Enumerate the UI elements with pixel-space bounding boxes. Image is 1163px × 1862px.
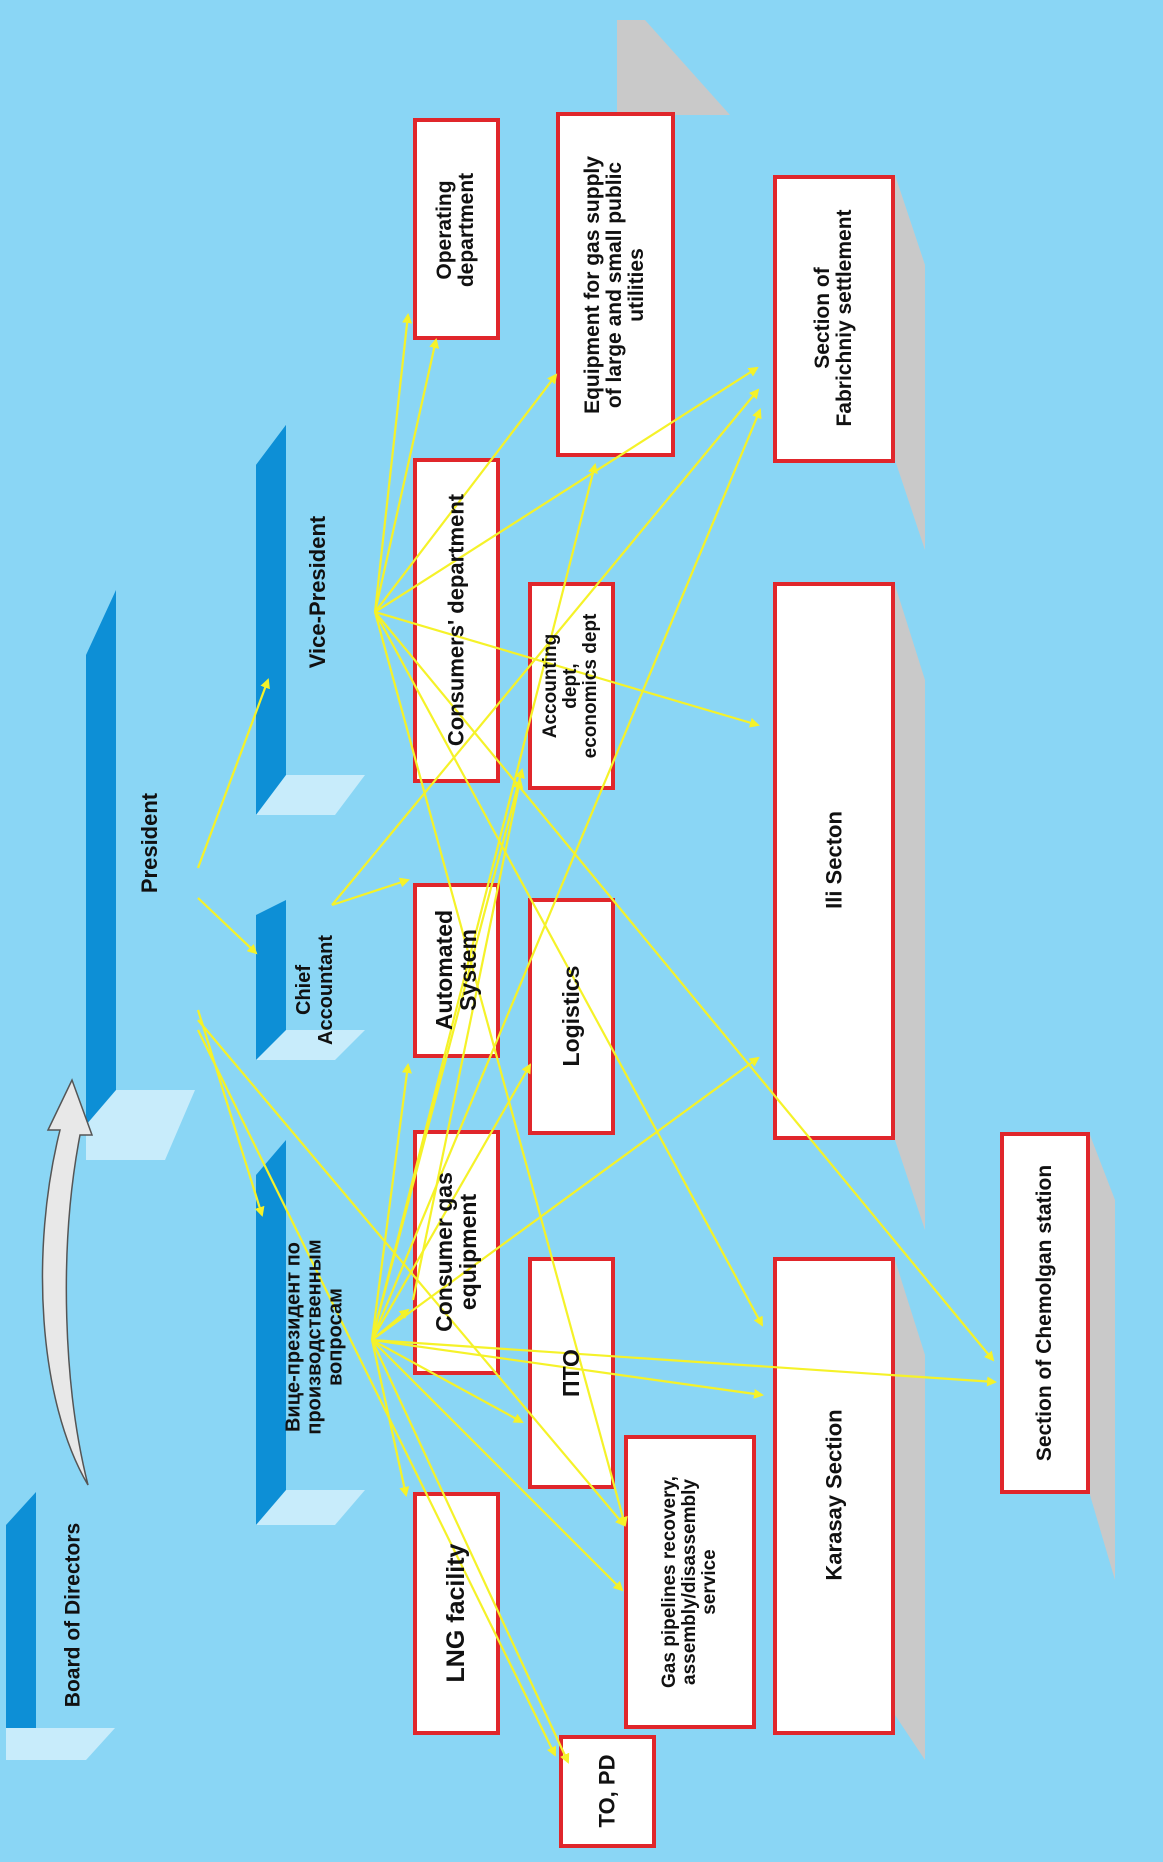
- box-fabrichniy: [773, 175, 895, 463]
- big-curved-arrow: [41, 1078, 94, 1486]
- vp-prod-panel: [256, 1140, 286, 1525]
- box-operating: [413, 118, 500, 340]
- chief-acc-panel-floor: [256, 1030, 365, 1060]
- arrow-vp-ili: [374, 610, 760, 728]
- ili-label: Ili Secton: [821, 811, 847, 909]
- president-panel-floor: [86, 1090, 195, 1160]
- arrow-vp-operating2: [373, 338, 440, 613]
- arrow-vpprod-karasay: [371, 1338, 764, 1399]
- arrow-vpprod-topd: [371, 1339, 570, 1764]
- arrow-vp-equipment: [374, 373, 558, 613]
- gas-pipelines-label: Gas pipelines recovery, assembly/disasse…: [659, 1476, 720, 1688]
- arrow-president-chief: [197, 897, 258, 955]
- arrow-chief-automated: [331, 877, 410, 907]
- arrow-vpprod-lng: [370, 1339, 410, 1497]
- shadow-fabrichniy: [895, 175, 925, 550]
- chemolgan-label: Section of Chemolgan station: [1032, 1164, 1056, 1462]
- shadow-top-right: [617, 20, 730, 115]
- box-equipment-supply: [556, 112, 675, 457]
- vp-production-label: Вице-президент по производственным вопро…: [282, 1239, 347, 1435]
- karasay-label: Karasay Section: [821, 1409, 847, 1581]
- arrow-vpprod-pto: [371, 1339, 524, 1423]
- arrow-vpprod-logistics: [371, 1063, 531, 1341]
- to-pd-label: TO, PD: [594, 1754, 620, 1828]
- equipment-supply-label: Equipment for gas supply of large and sm…: [580, 156, 649, 414]
- arrow-vp-karasay: [374, 611, 763, 1327]
- arrow-president-topd: [197, 1029, 556, 1757]
- consumer-gas-label: Consumer gas equipment: [430, 1172, 481, 1332]
- box-consumers: [413, 458, 500, 783]
- arrow-vp-operating1: [373, 313, 413, 613]
- board-panel: [6, 1492, 36, 1728]
- vp-panel-main: [256, 425, 286, 815]
- arrow-vpprod-automated: [370, 1063, 412, 1341]
- shadow-chemolgan: [1090, 1135, 1115, 1580]
- arrow-vpprod-pipelines: [371, 1339, 624, 1592]
- arrow-vpprod-consumergas: [371, 1308, 410, 1341]
- arrow-vpprod-equipment: [370, 463, 598, 1341]
- arrow-president-vpprod: [196, 1009, 265, 1217]
- shadow-ili: [895, 585, 925, 1230]
- box-ili: [773, 582, 895, 1140]
- chief-accountant-label: Chief Accountant: [293, 935, 337, 1045]
- pto-label: ПТО: [557, 1349, 584, 1397]
- operating-label: Operating department: [432, 172, 478, 288]
- chief-acc-panel: [256, 900, 286, 1060]
- box-chemolgan: [1000, 1132, 1090, 1494]
- accounting-label: Accounting dept, economics dept: [540, 613, 601, 759]
- board-panel-floor: [6, 1728, 115, 1760]
- arrow-vpprod-chemolgan: [371, 1338, 997, 1387]
- arrow-vp-fabrichniy: [374, 366, 759, 613]
- automated-label: Automated System: [430, 909, 481, 1031]
- box-consumer-gas: [413, 1130, 500, 1375]
- arrow-vp-pipelines: [373, 611, 628, 1527]
- box-logistics: [528, 898, 615, 1135]
- arrow-consumergas-accounting: [411, 778, 524, 1301]
- president-label: President: [136, 792, 162, 894]
- vp-prod-panel-floor: [256, 1490, 365, 1525]
- fabrichniy-label: Section of Fabrichniy settlement: [810, 209, 856, 427]
- logistics-label: Logistics: [557, 965, 584, 1067]
- board-label: Board of Directors: [61, 1522, 85, 1708]
- arrow-president-vp: [196, 678, 270, 869]
- vice-president-label: Vice-President: [304, 515, 330, 669]
- vp-panel-floor: [256, 775, 365, 815]
- arrow-vpprod-ili: [371, 1056, 760, 1341]
- president-panel-back: [86, 590, 116, 1125]
- arrow-chief-fabrichniy: [331, 388, 760, 906]
- box-to-pd: [559, 1735, 656, 1848]
- consumers-label: Consumers' department: [443, 493, 469, 747]
- arrow-vp-chemolgan: [374, 611, 995, 1362]
- box-karasay: [773, 1257, 895, 1735]
- box-gas-pipelines: [624, 1435, 756, 1729]
- shadow-karasay: [895, 1260, 925, 1760]
- lng-label: LNG facility: [441, 1543, 470, 1683]
